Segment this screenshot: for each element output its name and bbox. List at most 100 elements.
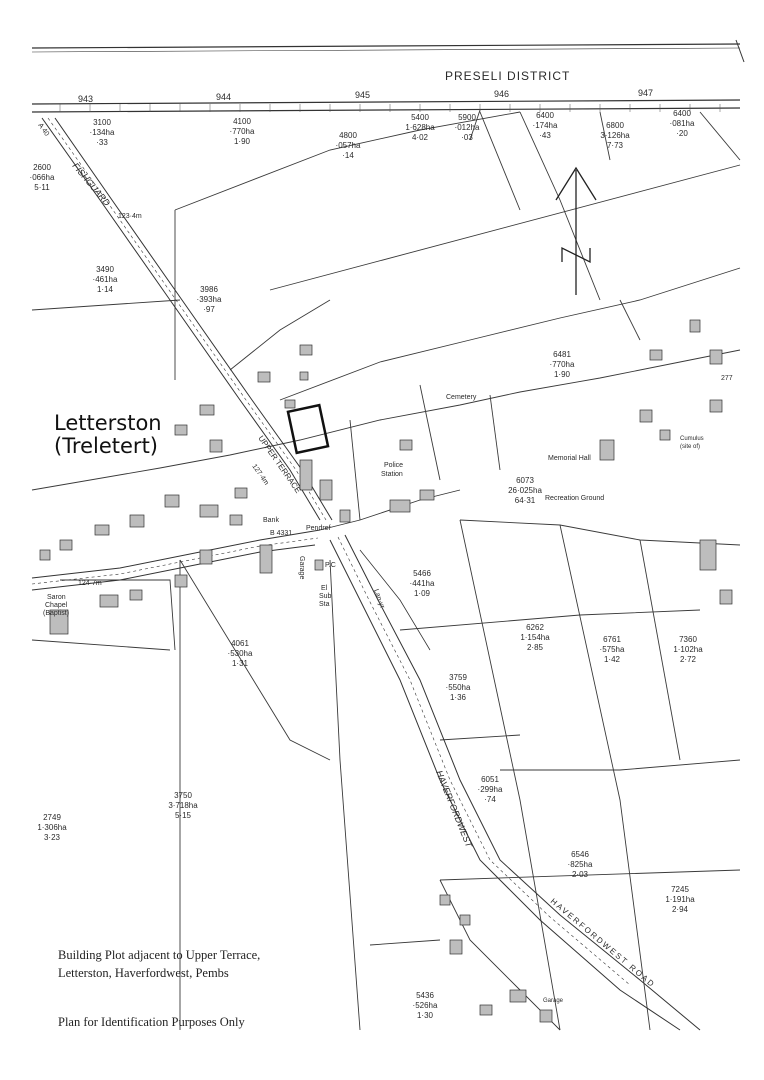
svg-text:1·102ha: 1·102ha xyxy=(673,645,703,654)
caption-line-2: Letterston, Haverfordwest, Pembs xyxy=(58,966,229,980)
svg-text:·43: ·43 xyxy=(539,131,551,140)
svg-text:1·31: 1·31 xyxy=(232,659,249,668)
svg-text:26·025ha: 26·025ha xyxy=(508,486,542,495)
svg-text:1·30: 1·30 xyxy=(417,1011,434,1020)
svg-text:2·72: 2·72 xyxy=(680,655,697,664)
chapel-label: Chapel xyxy=(45,602,68,609)
svg-text:4061: 4061 xyxy=(231,639,249,648)
district-label: PRESELI DISTRICT xyxy=(445,69,570,83)
svg-text:2749: 2749 xyxy=(43,813,61,822)
svg-text:3·718ha: 3·718ha xyxy=(168,801,198,810)
svg-text:4100: 4100 xyxy=(233,117,251,126)
grid-ref-947: 947 xyxy=(638,88,653,98)
field-boundaries xyxy=(31,109,741,1031)
road-haverfordwest xyxy=(329,539,681,1031)
cemetery-label: Cemetery xyxy=(446,394,477,401)
svg-text:·97: ·97 xyxy=(203,305,215,314)
svg-text:3750: 3750 xyxy=(174,791,192,800)
svg-text:5900: 5900 xyxy=(458,113,476,122)
svg-text:3·23: 3·23 xyxy=(44,833,61,842)
svg-text:·441ha: ·441ha xyxy=(410,579,435,588)
roads xyxy=(31,117,701,1031)
svg-text:64·31: 64·31 xyxy=(515,496,536,505)
svg-text:·74: ·74 xyxy=(484,795,496,804)
parcel-6051: 6051·299ha·74 xyxy=(478,775,503,804)
benchmark-124: 124·7m xyxy=(78,580,102,587)
svg-text:3986: 3986 xyxy=(200,285,218,294)
svg-text:1·154ha: 1·154ha xyxy=(520,633,550,642)
parcel-3100: 3100·134ha·33 xyxy=(90,118,115,147)
svg-text:3100: 3100 xyxy=(93,118,111,127)
svg-text:·33: ·33 xyxy=(96,138,108,147)
svg-text:·066ha: ·066ha xyxy=(30,173,55,182)
svg-text:1·306ha: 1·306ha xyxy=(37,823,67,832)
svg-text:·530ha: ·530ha xyxy=(228,649,253,658)
grid-ticks xyxy=(59,104,721,112)
recreation-ground-label: Recreation Ground xyxy=(545,495,604,502)
svg-text:1·90: 1·90 xyxy=(234,137,251,146)
road-b4331-label: B 4331 xyxy=(270,530,292,537)
svg-text:·575ha: ·575ha xyxy=(600,645,625,654)
svg-text:7360: 7360 xyxy=(679,635,697,644)
svg-text:7245: 7245 xyxy=(671,885,689,894)
haverfordwest-label: HAVERFORDWEST xyxy=(434,769,475,850)
parcel-3986: 3986·393ha·97 xyxy=(197,285,222,314)
road-a40-label: A 40 xyxy=(36,122,50,138)
road-a40-north xyxy=(41,117,321,521)
svg-text:5400: 5400 xyxy=(411,113,429,122)
svg-text:·03: ·03 xyxy=(461,133,473,142)
svg-text:1·09: 1·09 xyxy=(414,589,431,598)
svg-text:·550ha: ·550ha xyxy=(446,683,471,692)
parcel-4800: 4800·057ha·14 xyxy=(336,131,361,160)
svg-text:5·11: 5·11 xyxy=(34,183,50,192)
svg-text:6051: 6051 xyxy=(481,775,499,784)
svg-text:1·90: 1·90 xyxy=(554,370,571,379)
svg-text:4·02: 4·02 xyxy=(412,133,429,142)
svg-text:·825ha: ·825ha xyxy=(568,860,593,869)
svg-text:·526ha: ·526ha xyxy=(413,1001,438,1010)
svg-text:2·03: 2·03 xyxy=(572,870,589,879)
svg-text:1·14: 1·14 xyxy=(97,285,114,294)
svg-text:1·191ha: 1·191ha xyxy=(665,895,695,904)
parcel-6400-a: 6400·174ha·43 xyxy=(533,111,558,140)
place-name-title: Letterston (Treletert) xyxy=(54,412,162,458)
garage-label: Garage xyxy=(298,556,305,579)
caption-line-1: Building Plot adjacent to Upper Terrace, xyxy=(58,948,261,962)
svg-text:·770ha: ·770ha xyxy=(550,360,575,369)
svg-text:3759: 3759 xyxy=(449,673,467,682)
svg-text:6800: 6800 xyxy=(606,121,624,130)
baptist-label: (Baptist) xyxy=(43,610,69,617)
svg-text:·057ha: ·057ha xyxy=(336,141,361,150)
parcel-5900: 5900·012ha·03 xyxy=(455,113,480,142)
station-label: Station xyxy=(381,471,403,478)
caption-line-3: Plan for Identification Purposes Only xyxy=(58,1015,245,1029)
svg-text:6546: 6546 xyxy=(571,850,589,859)
parcel-6400-b: 6400·081ha·20 xyxy=(670,109,695,138)
fishguard-label: FISHGUARD xyxy=(70,161,112,208)
site-of-label: (site of) xyxy=(680,444,700,450)
svg-text:3490: 3490 xyxy=(96,265,114,274)
svg-text:5·15: 5·15 xyxy=(175,811,192,820)
svg-text:·081ha: ·081ha xyxy=(670,119,695,128)
north-arrow-icon xyxy=(555,166,597,295)
svg-text:7·73: 7·73 xyxy=(607,141,624,150)
pc-label: P.C xyxy=(325,562,336,569)
police-label: Police xyxy=(384,462,403,469)
svg-text:·299ha: ·299ha xyxy=(478,785,503,794)
svg-text:1·36: 1·36 xyxy=(450,693,467,702)
svg-text:·20: ·20 xyxy=(676,129,688,138)
svg-text:6761: 6761 xyxy=(603,635,621,644)
bank-label: Bank xyxy=(263,517,279,524)
